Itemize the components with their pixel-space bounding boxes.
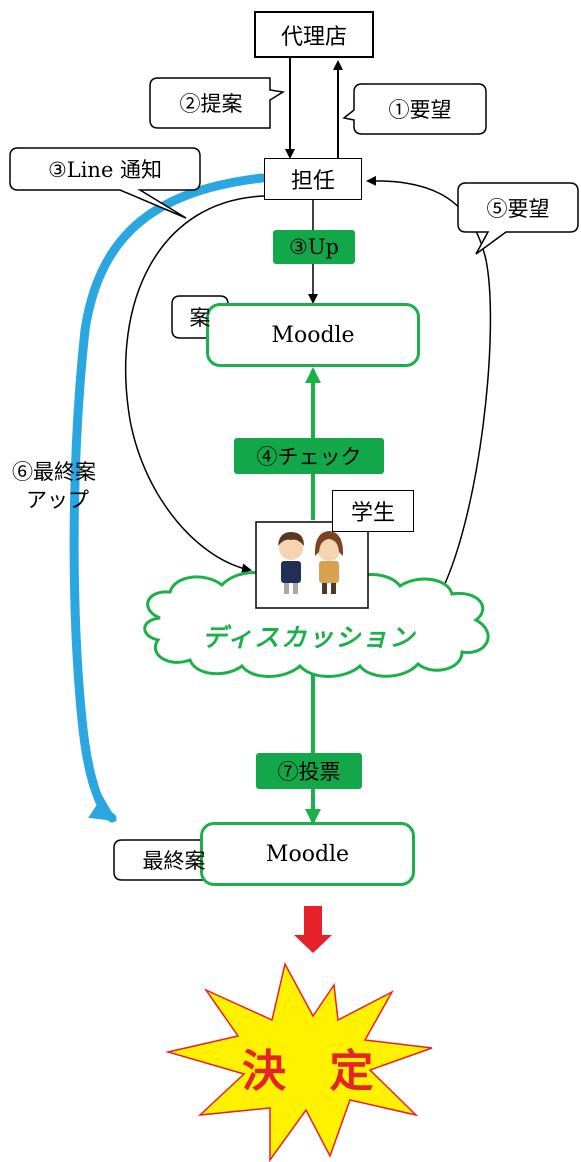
callout-draft-text: 案 [189,306,211,330]
teacher-box: 担任 [264,158,362,200]
students-label-box: 学生 [332,490,414,532]
moodle-bottom-box: Moodle [200,822,415,886]
decision-burst [165,961,433,1162]
moodle-top-box: Moodle [206,303,420,367]
check-label-text: ④チェック [256,445,362,469]
decision-label: 決 定 [242,1046,388,1097]
final-upload-label-line2: アップ [26,488,89,512]
final-upload-label: ⑥最終案 アップ [12,458,112,514]
check-label: ④チェック [234,438,384,474]
callout-request5-bubble [457,182,579,255]
callout-final-draft: 最終案 [116,842,232,878]
red-down-arrow [294,906,332,953]
callout-request1-text: ①要望 [388,98,452,122]
arrow-request5-curve [366,175,492,599]
vote-label: ⑦投票 [256,753,362,789]
final-upload-label-line1: ⑥最終案 [12,460,96,484]
student-girl-icon [314,531,344,594]
callout-request5: ⑤要望 [460,185,576,230]
upload-label: ③Up [273,230,355,264]
callout-proposal-bubble [149,77,286,129]
callout-request5-text: ⑤要望 [486,196,550,221]
teacher-label: 担任 [290,169,335,194]
callout-final-draft-text: 最終案 [142,849,206,873]
agency-box: 代理店 [254,11,374,58]
callout-line-notify: ③Line 通知 [12,150,198,188]
students-label: 学生 [350,501,395,526]
vote-label-text: ⑦投票 [277,760,341,784]
arrow-teacher-students-curve [124,195,265,574]
callout-request1-bubble [342,83,487,135]
callout-proposal: ②提案 [154,80,268,126]
upload-label-text: ③Up [289,235,339,259]
moodle-top-label: Moodle [271,322,355,348]
callout-line-bubble [9,147,201,219]
student-boy-icon [278,532,304,594]
discussion-cloud [143,570,490,678]
agency-label: 代理店 [280,24,347,50]
callout-line-notify-text: ③Line 通知 [47,158,163,182]
callout-request1: ①要望 [356,86,484,132]
discussion-label: ディスカッション [202,623,417,652]
students-frame [255,521,369,609]
callout-draft: 案 [174,298,226,336]
arrow-final-upload [69,173,267,823]
moodle-bottom-label: Moodle [265,841,350,867]
callout-proposal-text: ②提案 [179,92,243,116]
